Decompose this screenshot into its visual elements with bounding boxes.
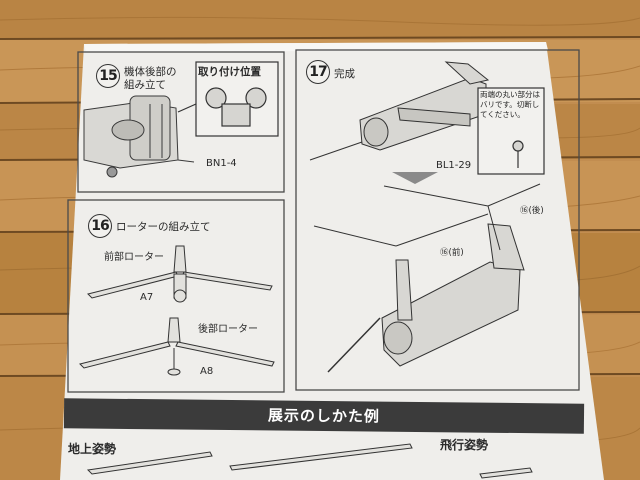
display-rotor-blades bbox=[86, 443, 533, 479]
step17-final-helicopter bbox=[313, 183, 541, 373]
display-ground-label: 地上姿勢 bbox=[68, 442, 117, 456]
step17-arrow bbox=[392, 172, 438, 184]
step17-rear-label: ⑯(後) bbox=[520, 206, 544, 216]
step15-panel bbox=[77, 51, 285, 193]
step17-part-label: BL1-29 bbox=[436, 160, 472, 171]
step17-panel bbox=[295, 49, 580, 391]
step16-rear-part-label: A8 bbox=[200, 366, 214, 377]
step15-part-label: BN1-4 bbox=[206, 158, 237, 169]
step16-number: 16 bbox=[88, 214, 112, 238]
step17-note: 両端の丸い部分はバリです。切断してください。 bbox=[480, 90, 540, 119]
step17-number: 17 bbox=[306, 60, 330, 84]
step15-title-line2: 組み立て bbox=[124, 79, 166, 91]
step15-title-line1: 機体後部の bbox=[124, 66, 177, 78]
step16-front-rotor bbox=[87, 245, 273, 303]
step15-number: 15 bbox=[96, 64, 120, 88]
step16-rear-rotor-label: 後部ローター bbox=[198, 324, 258, 335]
step16-front-part-label: A7 bbox=[140, 292, 154, 303]
step17-title: 完成 bbox=[334, 68, 355, 80]
step16-panel bbox=[67, 199, 285, 393]
step17-note-box bbox=[477, 87, 545, 175]
step16-title: ローターの組み立て bbox=[116, 221, 211, 233]
step16-rear-rotor bbox=[79, 317, 275, 376]
instruction-sheet bbox=[60, 42, 604, 480]
step16-front-rotor-label: 前部ローター bbox=[104, 252, 164, 263]
step15-fuselage-illustration bbox=[83, 95, 195, 178]
step17-front-label: ⑯(前) bbox=[440, 248, 464, 258]
display-flight-label: 飛行姿勢 bbox=[440, 438, 489, 452]
step15-callout bbox=[177, 61, 279, 137]
step15-callout-label: 取り付け位置 bbox=[198, 66, 261, 78]
display-banner: 展示のしかた例 bbox=[63, 398, 585, 434]
display-banner-text: 展示のしかた例 bbox=[267, 406, 381, 426]
